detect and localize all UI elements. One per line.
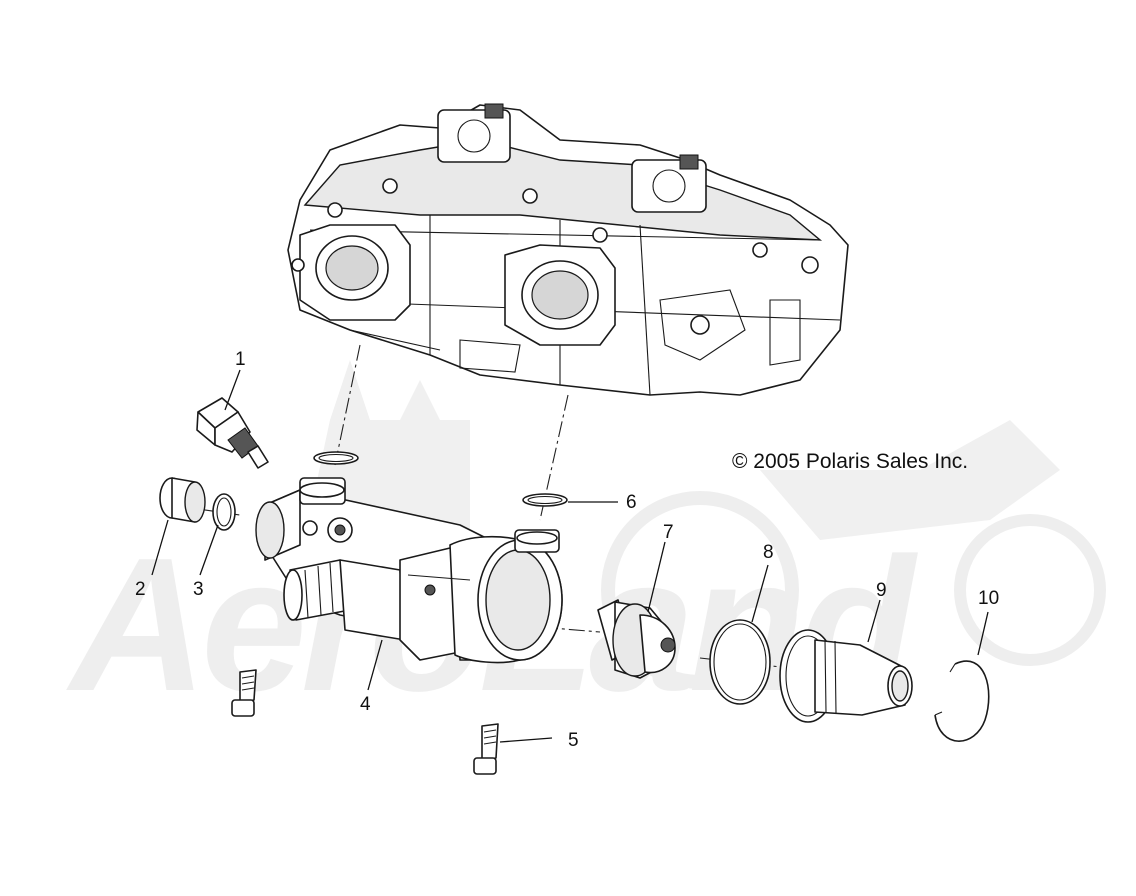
- retaining-ring: [934, 660, 990, 742]
- callout-labels: 1 2 3 4 5 6 7 8 9 10: [135, 349, 999, 751]
- thermostat-housing: [255, 477, 563, 664]
- o-ring-upper: [313, 451, 359, 465]
- callout-3: 3: [193, 579, 204, 600]
- callout-5: 5: [568, 730, 579, 751]
- o-ring-lower: [522, 493, 568, 507]
- bolt-left: [231, 669, 257, 717]
- plug: [159, 477, 206, 523]
- cylinder-head: [287, 103, 849, 396]
- outlet-fitting: [779, 629, 913, 723]
- callout-10: 10: [978, 588, 999, 609]
- temperature-sensor: [196, 397, 269, 469]
- seal-ring: [709, 619, 771, 705]
- leader-lines: [151, 369, 989, 743]
- o-ring-small: [212, 493, 236, 531]
- callout-6: 6: [626, 492, 637, 513]
- callout-9: 9: [876, 580, 887, 601]
- callout-2: 2: [135, 579, 146, 600]
- callout-4: 4: [360, 694, 371, 715]
- callout-1: 1: [235, 349, 246, 370]
- bolt-right: [473, 723, 499, 775]
- callout-8: 8: [763, 542, 774, 563]
- callout-7: 7: [663, 522, 674, 543]
- thermostat: [597, 599, 676, 679]
- copyright-notice: © 2005 Polaris Sales Inc.: [732, 450, 968, 473]
